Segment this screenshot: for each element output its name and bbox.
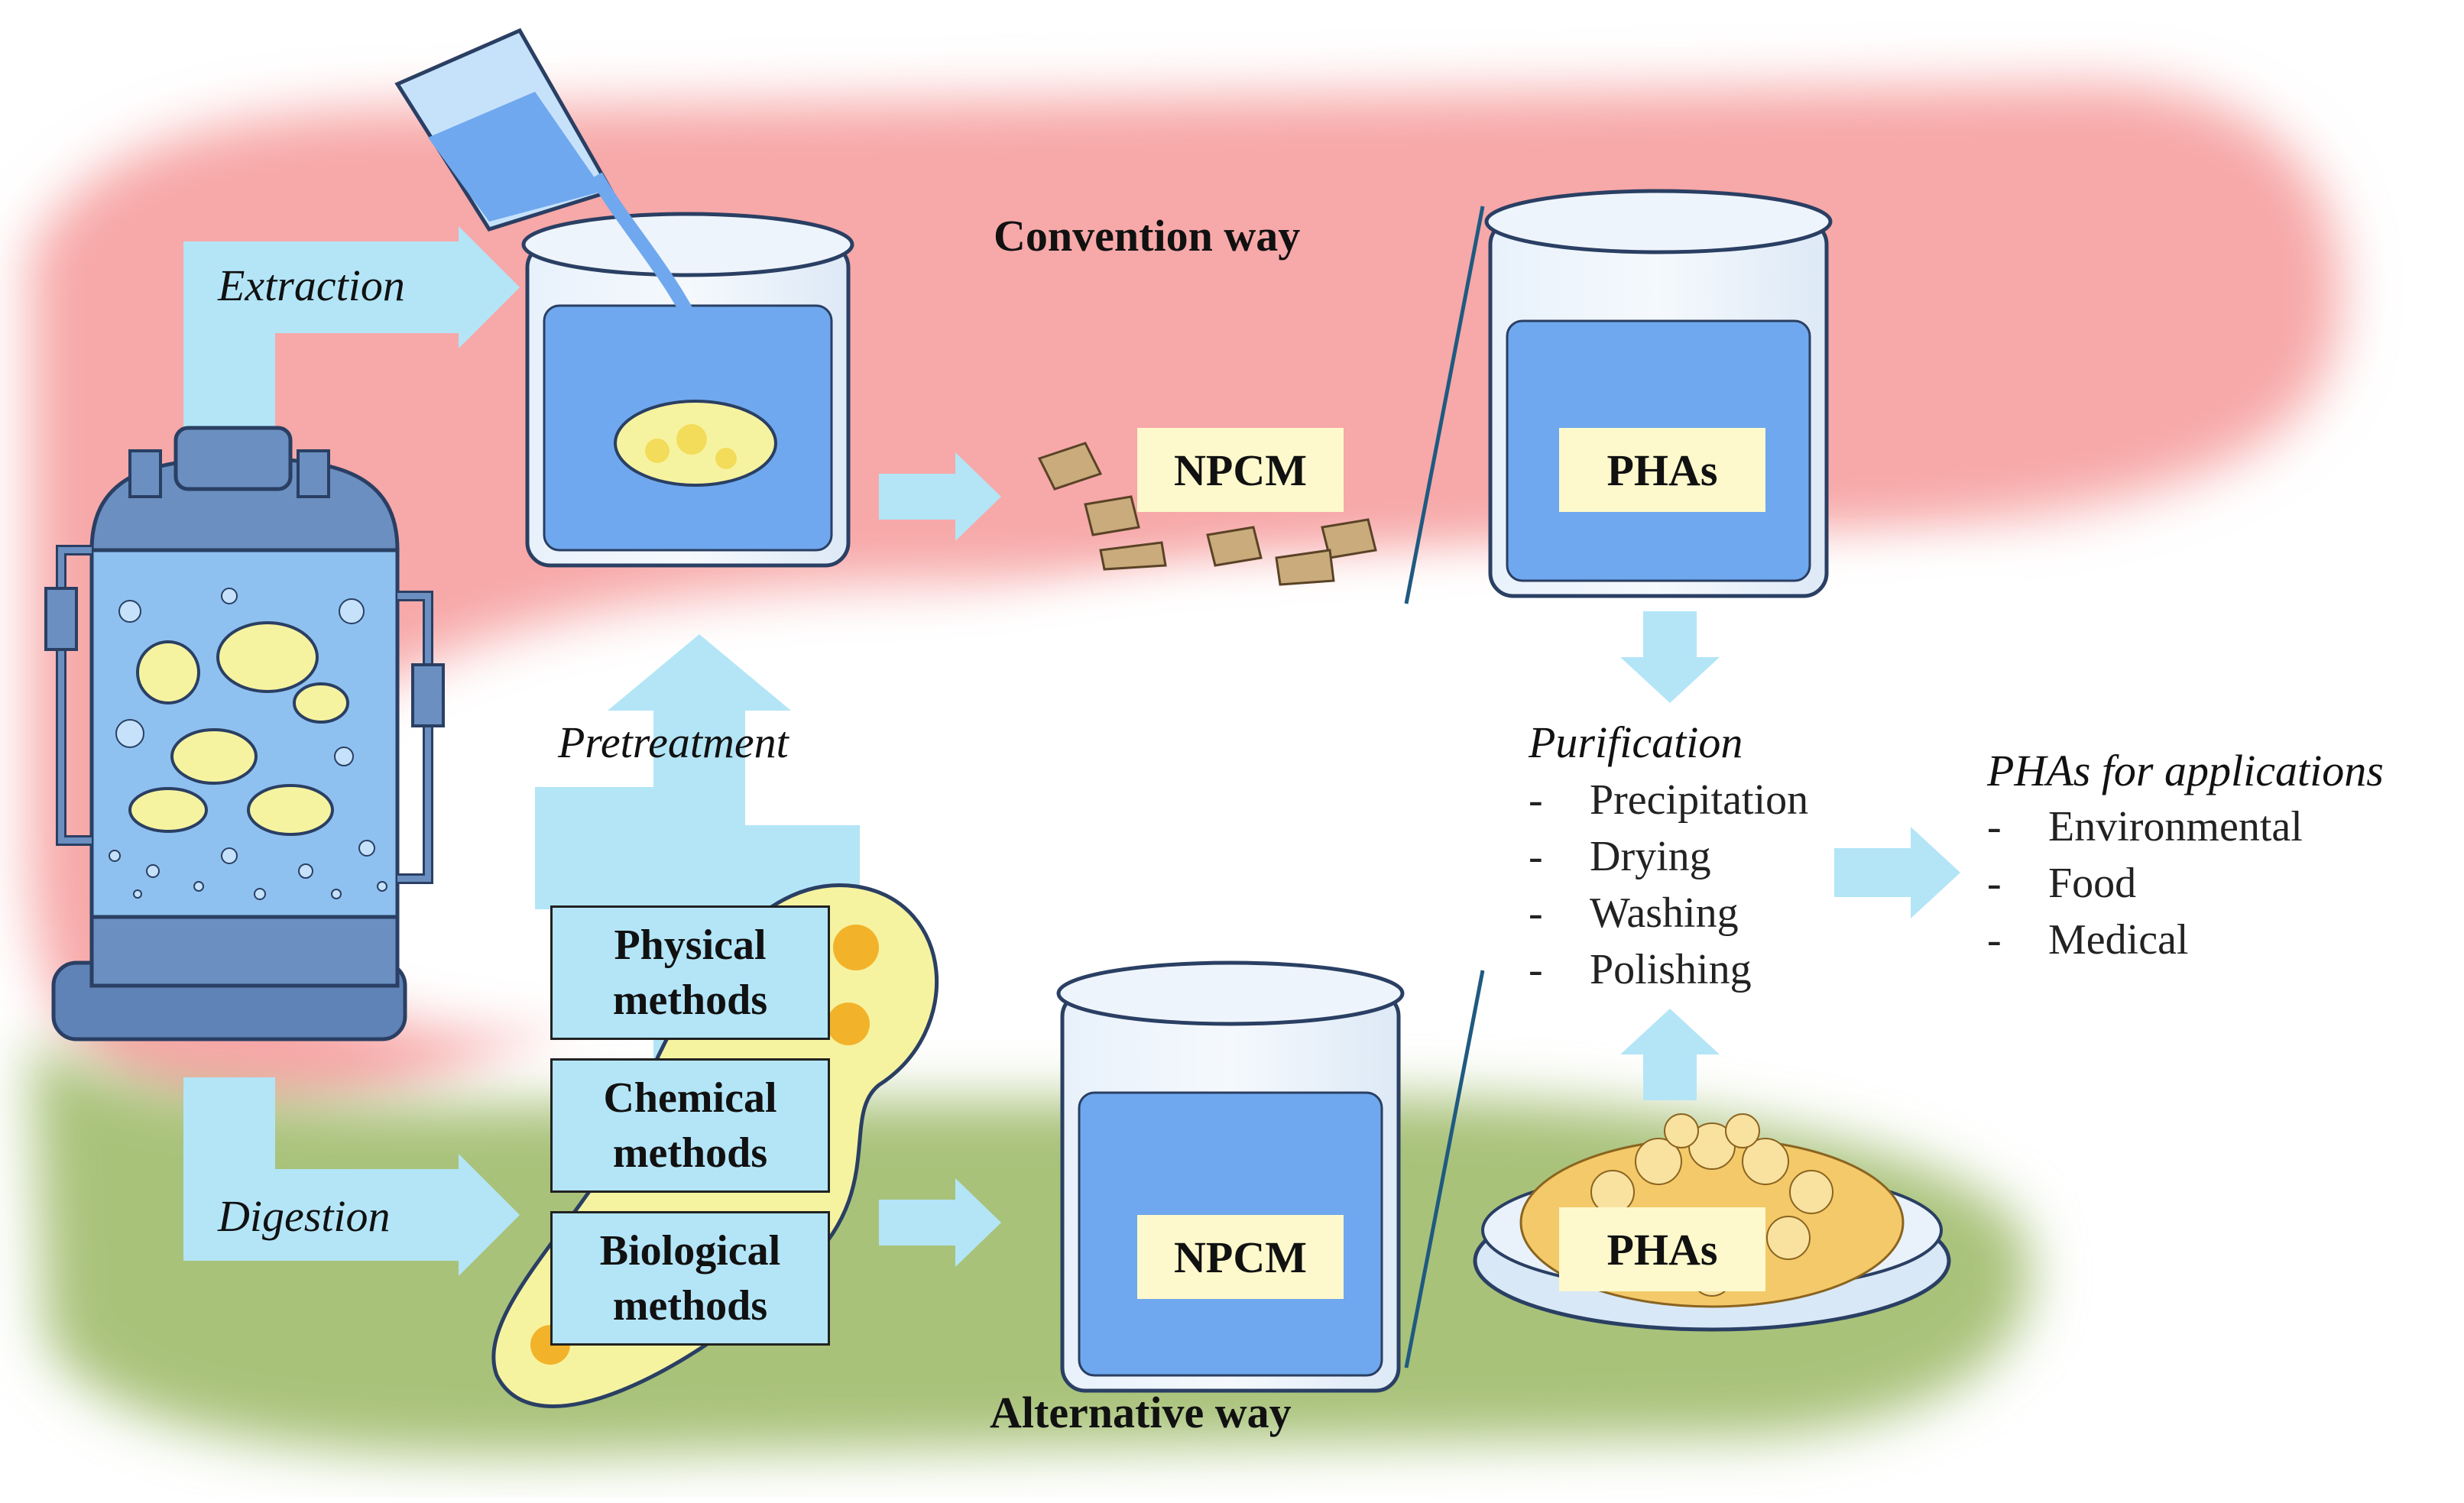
applications-list: -Environmental -Food -Medical xyxy=(1987,798,2303,968)
list-item: -Polishing xyxy=(1529,946,1752,993)
arrow-down-to-purification xyxy=(1620,611,1720,703)
purification-list: -Precipitation -Drying -Washing -Polishi… xyxy=(1529,772,1808,998)
list-item: -Drying xyxy=(1529,833,1711,880)
arrow-to-applications xyxy=(1834,827,1960,918)
npcm-beaker-bottom-illustration xyxy=(1056,960,1405,1393)
divider-bottom xyxy=(1404,970,1485,1369)
physical-methods-box: Physical methods xyxy=(550,905,830,1040)
npcm-top-tag: NPCM xyxy=(1137,428,1344,512)
pha-beaker-top-illustration xyxy=(1484,189,1833,598)
label-pretreatment: Pretreatment xyxy=(558,717,789,767)
arrow-to-npcm-top xyxy=(879,452,1001,541)
biological-methods-line1: Biological xyxy=(599,1227,781,1275)
arrow-up-to-purification xyxy=(1620,1009,1720,1100)
list-item: -Washing xyxy=(1529,889,1739,937)
physical-methods-line1: Physical xyxy=(614,922,767,969)
digestion-arrow xyxy=(183,1077,520,1276)
label-convention-way: Convention way xyxy=(994,211,1301,261)
label-extraction: Extraction xyxy=(218,261,405,310)
chemical-methods-line1: Chemical xyxy=(603,1074,777,1122)
list-item: -Environmental xyxy=(1987,803,2303,850)
extraction-arrow xyxy=(183,226,520,428)
list-item: -Medical xyxy=(1987,916,2189,964)
divider-top xyxy=(1404,206,1485,604)
pha-top-tag: PHAs xyxy=(1559,428,1765,512)
pha-bottom-tag: PHAs xyxy=(1559,1207,1765,1291)
biological-methods-box: Biological methods xyxy=(550,1211,830,1346)
npcm-flakes-illustration xyxy=(1037,442,1377,586)
npcm-bottom-tag: NPCM xyxy=(1137,1215,1344,1299)
biological-methods-line2: methods xyxy=(612,1282,768,1330)
pretreatment-arrow xyxy=(535,634,860,1070)
extraction-beaker-illustration xyxy=(394,28,854,568)
applications-title: PHAs for applications xyxy=(1987,746,2384,795)
bioreactor-illustration xyxy=(44,426,445,1041)
purification-title: Purification xyxy=(1529,717,1743,767)
chemical-methods-line2: methods xyxy=(612,1129,768,1177)
list-item: -Precipitation xyxy=(1529,776,1809,824)
chemical-methods-box: Chemical methods xyxy=(550,1058,830,1193)
physical-methods-line2: methods xyxy=(612,977,768,1024)
label-digestion: Digestion xyxy=(218,1191,391,1241)
label-alternative-way: Alternative way xyxy=(990,1388,1292,1437)
list-item: -Food xyxy=(1987,860,2137,907)
arrow-to-beaker-bottom xyxy=(879,1178,1001,1267)
